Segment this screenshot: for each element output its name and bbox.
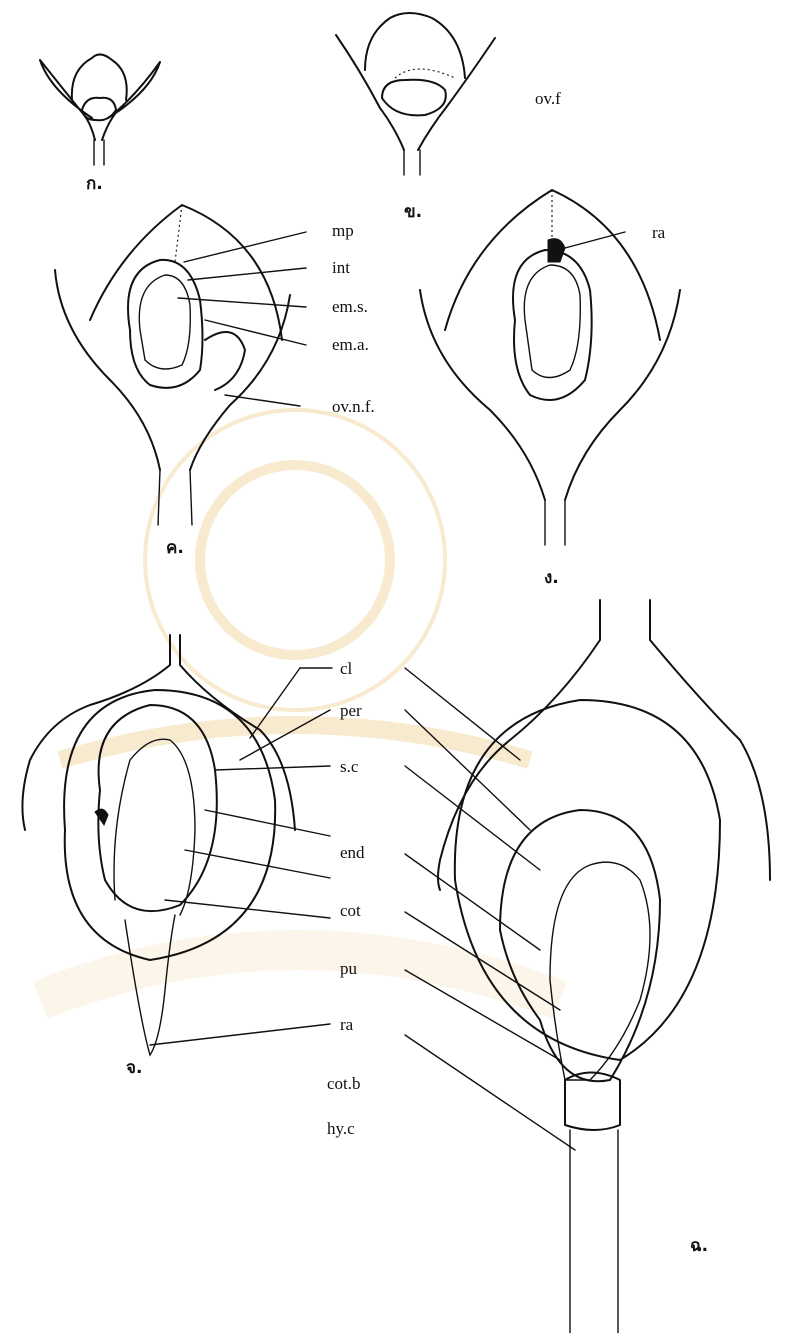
panel-label-b: ข. [404,204,422,221]
watermark-seal [40,410,560,1000]
label-s-c: s.c [340,758,358,775]
label-hy-c: hy.c [327,1120,355,1137]
label-ov-f: ov.f [535,90,561,107]
label-mp: mp [332,222,354,239]
panel-d-drawing [420,190,680,545]
label-end: end [340,844,365,861]
label-ra-d: ra [652,224,665,241]
panel-label-f: ฉ. [690,1238,708,1255]
label-cot: cot [340,902,361,919]
label-em-s: em.s. [332,298,368,315]
label-ov-n-f: ov.n.f. [332,398,375,415]
panel-b-drawing [336,13,495,175]
label-ra-e: ra [340,1016,353,1033]
label-int: int [332,259,350,276]
label-per: per [340,702,362,719]
panel-label-c: ค. [166,540,184,557]
label-pu: pu [340,960,357,977]
panel-label-d: ง. [544,570,559,587]
label-cot-b: cot.b [327,1075,361,1092]
panel-label-e: จ. [126,1060,142,1077]
panel-a-drawing [40,54,160,165]
label-em-a: em.a. [332,336,369,353]
label-cl: cl [340,660,352,677]
panel-c-drawing [55,205,306,525]
panel-label-a: ก. [86,176,103,193]
